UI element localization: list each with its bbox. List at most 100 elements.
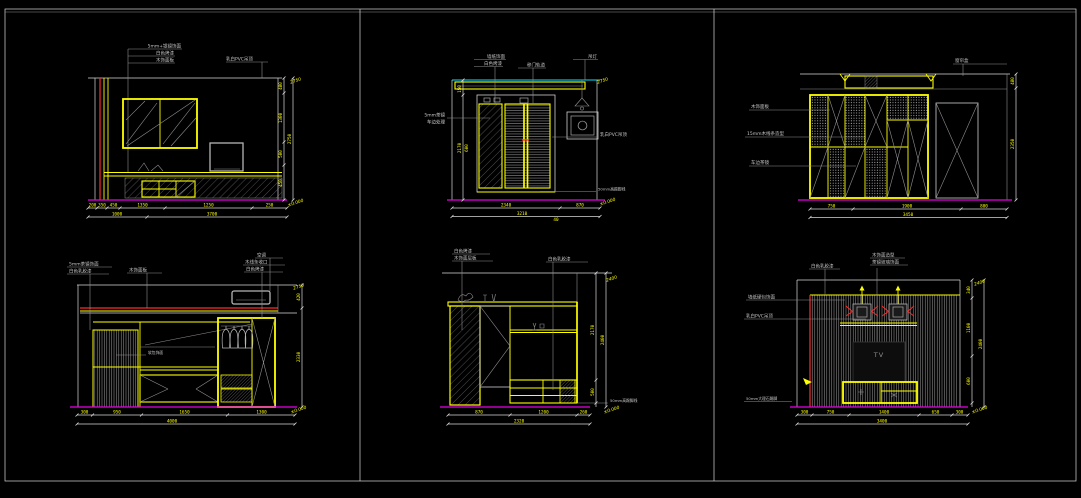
material-label: 白色乳胶漆 — [548, 256, 571, 263]
material-label: 乳白PVC吊顶 — [746, 313, 773, 320]
wall-sconce — [881, 285, 915, 321]
material-label: 吊灯 — [588, 53, 597, 60]
dim-label: 870 — [475, 410, 483, 416]
skirting-note: 50mm高踢脚线 — [598, 187, 626, 192]
display-shelf — [840, 322, 917, 326]
skirting-note: 50mm大理石踢脚 — [746, 396, 777, 401]
dim-label: 650 — [932, 410, 940, 416]
dimension-row: 300 950 1650 1300 4000 — [75, 410, 297, 426]
level-label: 2750 — [289, 76, 302, 85]
dim-label: 450 — [110, 203, 118, 209]
elevation-cabinet-wall: 木饰面板 15mm木线条造型 车边茶镜 窗帘盒 750 1900 800 345… — [745, 57, 1018, 220]
dim-label: 2170 — [590, 324, 596, 335]
material-label: 窗帘盒 — [955, 57, 969, 64]
dim-label: 1200 — [538, 410, 549, 416]
material-label: 白色烤漆 — [156, 50, 174, 57]
level-label: 2750 — [596, 76, 609, 85]
wall-art-frame — [566, 111, 599, 140]
dim-label: 1250 — [203, 203, 214, 209]
dim-label: 1650 — [179, 410, 190, 416]
material-label: 车边处理 — [427, 119, 445, 126]
dim-label: 300 — [956, 410, 964, 416]
dim-label: 300 — [801, 410, 809, 416]
dim-label: 500 — [590, 388, 596, 396]
desk-base-cabinet — [124, 177, 283, 199]
pendant-lamp — [574, 80, 590, 111]
level-label: ±0.000 — [603, 405, 621, 416]
dim-label: 150 — [457, 85, 463, 93]
material-label: 白色烤漆 — [246, 266, 264, 273]
desk-ornament — [137, 162, 164, 172]
dim-label: 500 — [278, 150, 284, 158]
dimension-column: 2170 500 2400 2400 ±0.000 — [590, 271, 621, 416]
dim-label: 340 — [966, 286, 972, 294]
material-label: 白色烤漆 — [454, 248, 472, 255]
dim-label: 2400 — [600, 334, 606, 345]
elevation-bed-wall: 5mm茶镜饰面 白色乳胶漆 木饰面板 空调 木线条收口 白色烤漆 软包饰面 30… — [67, 252, 308, 426]
sheet-frame — [4, 8, 1077, 482]
material-label: 木线条收口 — [245, 259, 268, 266]
material-label: 5mm茶镜饰面 — [69, 261, 99, 268]
dim-label: 480 — [1010, 77, 1016, 85]
level-label: ±0.000 — [287, 198, 305, 209]
dim-label: 4000 — [167, 419, 178, 425]
level-label: 2400 — [605, 274, 618, 283]
dim-label: 2170 — [457, 142, 463, 153]
dim-label: 1300 — [278, 112, 284, 123]
material-label: 5mm+银镜饰面 — [148, 43, 182, 50]
dim-label: 600 — [966, 377, 972, 385]
level-label: 2400 — [973, 278, 986, 287]
material-callouts: 5mm+银镜饰面 白色烤漆 木饰面板 乳白PVC吊顶 — [128, 43, 268, 78]
cabinet-grid — [809, 94, 929, 199]
material-label: 乳白PVC吊顶 — [226, 56, 253, 63]
dimension-column: 340 1100 600 2400 2400 ±0.000 — [966, 278, 989, 415]
material-callouts: 白色烤漆 木饰面层板 白色乳胶漆 50mm高踢脚线 — [452, 248, 638, 404]
headboard-slat-panel — [92, 321, 250, 408]
dimension-column: 480 1300 500 450 2750 2750 ±0.000 — [278, 76, 305, 208]
counter-decor — [483, 293, 496, 302]
dim-label: 300 — [81, 410, 89, 416]
material-label: 木饰面板 — [156, 57, 174, 64]
dim-label: 2750 — [287, 133, 293, 144]
wardrobe-hanging — [217, 317, 276, 408]
dim-label: 3700 — [207, 212, 218, 218]
elevation-desk-wall: 200 350 450 1350 1250 250 1000 3700 480 … — [86, 43, 305, 219]
dim-label: 40 — [553, 217, 559, 223]
dimension-column: 150 2170 600 — [457, 78, 470, 202]
television: TV — [852, 341, 906, 383]
material-label: 木饰面板 — [751, 103, 769, 110]
curtain-box — [839, 73, 937, 89]
dim-label: 1900 — [902, 204, 913, 210]
dim-label: 600 — [464, 144, 470, 152]
dim-label: 260 — [580, 410, 588, 416]
dim-label: 750 — [827, 410, 835, 416]
dim-label: 2350 — [1010, 138, 1016, 149]
dimension-row: 750 1900 800 3450 — [808, 204, 1009, 220]
material-callouts: 5mm茶镜饰面 白色乳胶漆 木饰面板 空调 木线条收口 白色烤漆 软包饰面 — [67, 252, 285, 356]
material-label: 软包饰面 — [148, 350, 163, 355]
dim-label: 480 — [278, 82, 284, 90]
shelf — [510, 322, 577, 333]
drawer-stack — [509, 379, 578, 404]
section-arrow — [803, 378, 812, 385]
dim-label: 1300 — [256, 410, 267, 416]
material-label: 木饰面造型 — [872, 252, 895, 259]
tv-cabinet — [842, 381, 918, 404]
material-label: 木饰面层板 — [454, 255, 477, 262]
level-label: ±0.000 — [599, 197, 617, 208]
dimension-column: 420 2330 2750 ±0.000 — [290, 282, 308, 415]
side-panel — [449, 305, 481, 406]
monitor — [209, 142, 244, 172]
dim-label: 800 — [980, 204, 988, 210]
wall-sconce — [845, 285, 879, 321]
dim-label: 2340 — [501, 203, 512, 209]
dim-label: 2330 — [296, 351, 302, 362]
door — [935, 102, 979, 199]
mirror-door — [478, 103, 503, 189]
material-callouts: 木饰面板 15mm木线条造型 车边茶镜 窗帘盒 — [745, 57, 1007, 167]
material-label: 墙纸饰面 — [487, 53, 505, 60]
material-label: 车边茶镜 — [751, 159, 769, 166]
tv-label: TV — [873, 351, 884, 359]
